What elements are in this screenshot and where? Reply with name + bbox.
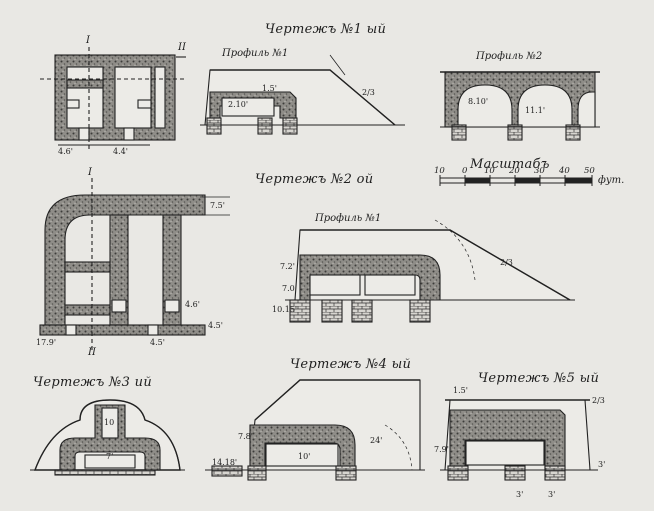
scale-bar [439,175,593,186]
dim-d2-p1-foot: 10.15' [272,305,298,314]
scale-tick: 40 [559,166,570,176]
dim-d2-bottom: 4.5' [208,321,223,330]
dim-d2-plan-left: 17.9' [36,338,57,347]
dim-d5-base2: 3' [548,490,556,499]
dim-d1-plan-left: 4.6' [58,147,73,156]
dim-d3-lower: 7' [106,452,114,461]
dim-d5-top: 1.5' [453,386,468,395]
scale-tick: 30 [534,166,545,176]
dim-d4-left: 14.18' [212,458,238,467]
section-mark-ii: II [178,42,186,53]
dim-d4-height: 7.8' [238,432,253,441]
drawing4-title: Чертежъ №4 ый [290,357,412,372]
dim-d5-height: 7.9' [434,445,449,454]
dim-d4-radius: 24' [370,436,383,445]
drawing2-title: Чертежъ №2 ой [255,172,374,187]
section-mark-i-d2: I [88,167,92,178]
scale-unit: фут. [598,175,625,186]
dim-d2-mid: 4.6' [185,300,200,309]
dim-d2-top: 7.5' [210,201,225,210]
d1-plan [40,47,186,152]
dim-d1-p1-height: 2.10' [228,100,249,109]
dim-d5-right: 3' [598,460,606,469]
dim-d4-span: 10' [298,452,311,461]
d2-profile1 [285,219,575,323]
dim-d3-upper: 10 [104,418,115,427]
d4-profile [205,379,425,481]
d1-profile2 [440,71,600,141]
dim-d1-p1-a: 1.5' [262,84,277,93]
dim-d5-slope: 2/3 [592,396,605,405]
scale-tick: 10 [484,166,495,176]
drawing3-title: Чертежъ №3 ий [33,375,153,390]
dim-d5-base: 3' [516,490,524,499]
dim-d2-plan-mid: 4.5' [150,338,165,347]
drawing1-title: Чертежъ №1 ый [265,22,387,37]
d5-profile [440,399,598,481]
scale-tick: 20 [509,166,520,176]
section-mark-i: I [86,35,90,46]
d1-profile1 [200,54,405,135]
scale-tick: 50 [584,166,595,176]
d1-profile1-label: Профиль №1 [222,48,289,59]
drawing5-title: Чертежъ №5 ый [478,371,600,386]
d1-profile2-label: Профиль №2 [476,51,543,62]
dim-d2-p1-slope: 2/3 [500,258,513,267]
d2-plan [39,178,230,350]
dim-d2-p1-low: 7.0' [282,284,297,293]
dim-d1-p1-slope: 2/3 [362,88,375,97]
dim-d1-p2-span: 8.10' [468,97,489,106]
d3-profile [30,399,185,476]
scale-tick: 10 [434,166,445,176]
scale-tick: 0 [462,166,468,176]
section-mark-ii-d2: II [88,347,96,358]
dim-d2-p1-height: 7.2' [280,262,295,271]
dim-d1-plan-mid: 4.4' [113,147,128,156]
scale-label: Масштабъ [470,157,550,172]
dim-d1-p2-b: 11.1' [525,106,546,115]
d2-profile1-label: Профиль №1 [315,213,382,224]
